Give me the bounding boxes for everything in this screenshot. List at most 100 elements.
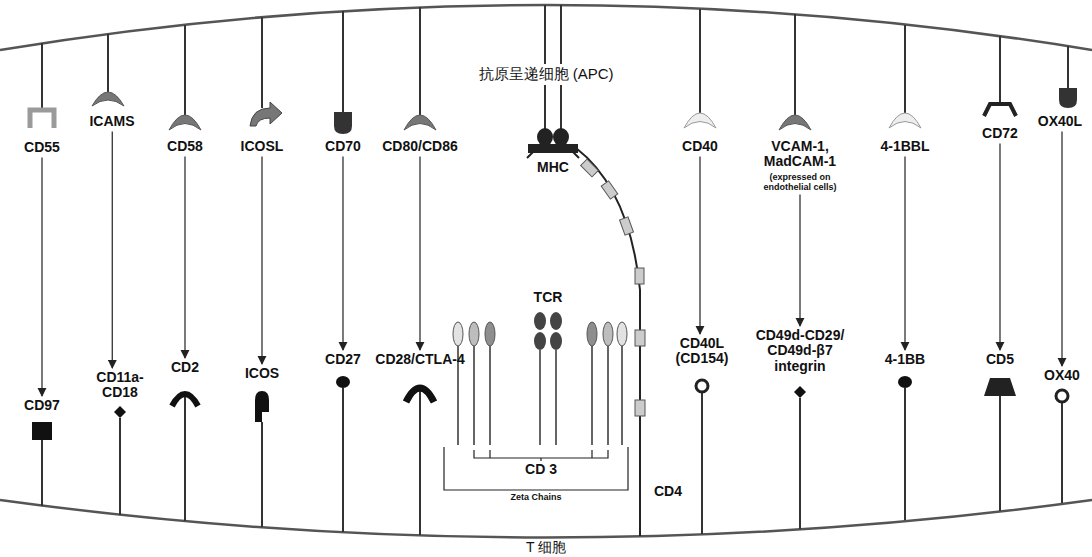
molecule-node: CD70 (325, 139, 361, 154)
molecule-node: CD58 (167, 139, 203, 154)
interaction-arrow (41, 157, 42, 396)
cd49d-symbol (794, 386, 806, 398)
cd40l-symbol (696, 380, 708, 392)
molecule-node: CD49d-CD29/ CD49d-β7 integrin (745, 328, 855, 374)
cell-title: T 细胞 (526, 540, 566, 554)
molecule-label: CD49d-CD29/ CD49d-β7 integrin (745, 328, 855, 374)
cd4-domain (635, 268, 644, 284)
cd4-domain (581, 159, 599, 177)
41bbl-symbol (889, 113, 921, 128)
cd3-chain (587, 322, 597, 346)
molecule-label: CD55 (24, 140, 60, 155)
tcr-chain (550, 312, 562, 330)
cd80-symbol (404, 115, 436, 130)
molecule-node: CD55 (24, 140, 60, 155)
icams-symbol (92, 92, 124, 106)
cd27-symbol (336, 376, 350, 388)
cd55-symbol (30, 110, 54, 128)
tcr-chain (534, 312, 546, 330)
molecule-label: CD27 (325, 352, 361, 367)
molecule-node: CD80/CD86 (382, 139, 457, 154)
zeta-bracket (444, 447, 628, 490)
molecule-label: OX40 (1044, 368, 1080, 383)
molecule-label: 4-1BBL (880, 139, 929, 154)
molecule-node: CD27 (325, 352, 361, 367)
molecule-label: CD2 (171, 360, 199, 375)
apc-stems (42, 5, 1068, 130)
interaction-arrow (1061, 131, 1062, 366)
interaction-arrow (342, 156, 343, 350)
interaction-arrow (419, 156, 420, 350)
molecule-label: MHC (537, 160, 569, 175)
interaction-arrow (799, 194, 800, 326)
molecule-node: OX40 (1044, 368, 1080, 383)
molecule-label: CD40L (CD154) (670, 336, 734, 367)
cd11a-symbol (114, 406, 126, 418)
cd3-chain (453, 322, 463, 346)
ox40-symbol (1056, 390, 1068, 402)
cd3-chain (617, 322, 627, 346)
molecule-label: CD11a-CD18 (90, 370, 150, 401)
molecule-node: CD4 (654, 484, 682, 499)
molecule-label: CD70 (325, 139, 361, 154)
molecule-node: CD28/CTLA-4 (375, 352, 464, 367)
cd28-symbol (406, 388, 434, 402)
cd4-domain (635, 330, 645, 346)
group-label: Zeta Chains (510, 493, 561, 503)
molecule-node: CD72 (982, 126, 1018, 141)
molecule-label: CD40 (682, 139, 718, 154)
interaction-arrow (999, 143, 1000, 350)
mhc-symbol (553, 128, 569, 146)
molecule-node: CD97 (24, 398, 60, 413)
t-cell-stems (42, 388, 1062, 535)
vcam-symbol (779, 115, 811, 130)
molecule-label: 4-1BB (885, 352, 925, 367)
interaction-arrow (699, 156, 700, 334)
mhc-base (527, 145, 579, 158)
cd58-symbol (169, 115, 201, 130)
molecule-label: ICOSL (241, 139, 284, 154)
molecule-node: CD2 (171, 360, 199, 375)
molecule-node: VCAM-1, MadCAM-1(expressed on endothelia… (745, 139, 855, 192)
molecule-label: CD97 (24, 398, 60, 413)
molecule-node: 4-1BB (885, 352, 925, 367)
mhc-symbol (537, 128, 553, 146)
molecule-label: TCR (534, 290, 563, 305)
molecule-note: (expressed on endothelial cells) (745, 172, 855, 193)
cd3-stems (458, 346, 622, 445)
interaction-arrow (184, 156, 185, 358)
icos-symbol (255, 391, 269, 422)
molecule-node: OX40L (1038, 114, 1082, 129)
icosl-symbol (250, 102, 282, 126)
41bb-symbol (898, 376, 912, 388)
cd4-chain (576, 148, 640, 536)
tcr-chain (550, 332, 562, 350)
molecule-node: TCR (534, 290, 563, 305)
molecule-label: CD58 (167, 139, 203, 154)
molecule-node: ICOSL (241, 139, 284, 154)
molecule-node: CD5 (986, 352, 1014, 367)
cd97-symbol (32, 422, 52, 440)
molecule-node: 4-1BBL (880, 139, 929, 154)
cd72-symbol (984, 104, 1016, 116)
cd40-symbol (684, 113, 716, 128)
molecule-node: CD40 (682, 139, 718, 154)
molecule-label: CD28/CTLA-4 (375, 352, 464, 367)
cd3-chain (469, 322, 479, 346)
cd4-domain (601, 181, 618, 199)
interaction-arrow (112, 131, 113, 368)
molecule-node: ICOS (245, 366, 279, 381)
t-cell-membrane (0, 500, 1092, 538)
molecule-label: ICAMS (89, 114, 134, 129)
molecule-label: CD4 (654, 484, 682, 499)
interaction-arrow (261, 156, 262, 364)
cd70-symbol (334, 112, 352, 134)
cell-title: 抗原呈递细胞 (APC) (473, 64, 620, 85)
cd3-chain (485, 322, 495, 346)
molecule-label: CD5 (986, 352, 1014, 367)
molecule-node: MHC (537, 160, 569, 175)
molecule-label: CD80/CD86 (382, 139, 457, 154)
ox40l-symbol (1059, 88, 1077, 108)
molecule-label: ICOS (245, 366, 279, 381)
